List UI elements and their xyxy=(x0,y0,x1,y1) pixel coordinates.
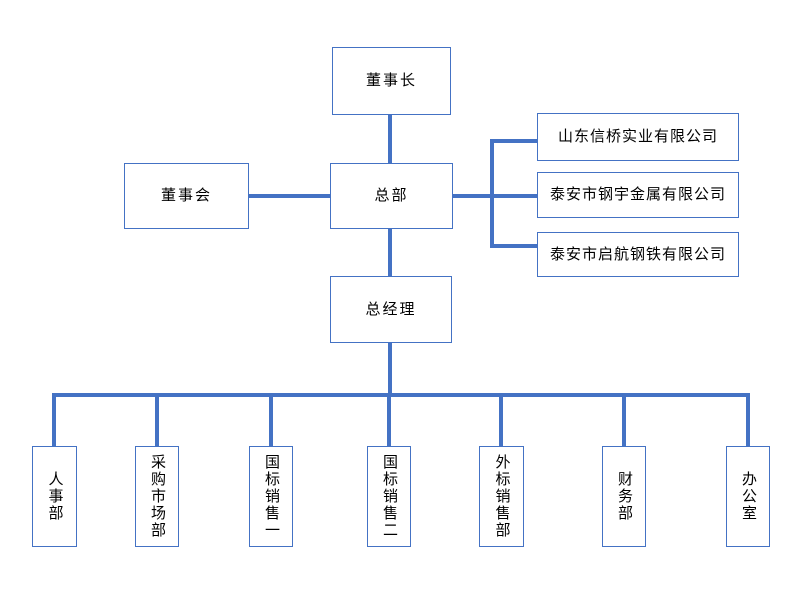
connector-department-bus xyxy=(52,393,750,397)
node-subsidiary-1: 山东信桥实业有限公司 xyxy=(537,113,739,161)
node-general-manager: 总经理 xyxy=(330,276,452,343)
node-department-3: 国标销售一 xyxy=(249,446,293,547)
connector-drop-department-3 xyxy=(269,397,273,446)
connector-drop-department-1 xyxy=(52,397,56,446)
node-department-6: 财务部 xyxy=(602,446,646,547)
node-board: 董事会 xyxy=(124,163,249,229)
node-headquarters: 总部 xyxy=(330,163,453,229)
connector-hq-subsidiary-2 xyxy=(453,194,537,198)
connector-drop-department-5 xyxy=(499,397,503,446)
connector-drop-department-2 xyxy=(155,397,159,446)
connector-drop-department-6 xyxy=(622,397,626,446)
node-department-4: 国标销售二 xyxy=(367,446,411,547)
node-chairman: 董事长 xyxy=(332,47,451,115)
node-department-2: 采购市场部 xyxy=(135,446,179,547)
node-department-7: 办公室 xyxy=(726,446,770,547)
node-department-1: 人事部 xyxy=(32,446,77,547)
connector-fork-subsidiary-1 xyxy=(490,139,537,143)
connector-drop-department-7 xyxy=(746,397,750,446)
connector-board-hq xyxy=(249,194,330,198)
node-department-5: 外标销售部 xyxy=(479,446,524,547)
connector-fork-subsidiary-3 xyxy=(490,244,537,248)
node-subsidiary-2: 泰安市钢宇金属有限公司 xyxy=(537,172,739,218)
connector-chairman-hq xyxy=(388,115,392,163)
connector-subsidiary-fork-vertical xyxy=(490,139,494,248)
connector-drop-department-4 xyxy=(387,397,391,446)
node-subsidiary-3: 泰安市启航钢铁有限公司 xyxy=(537,232,739,277)
connector-hq-gm xyxy=(388,229,392,276)
connector-gm-bus xyxy=(388,343,392,397)
